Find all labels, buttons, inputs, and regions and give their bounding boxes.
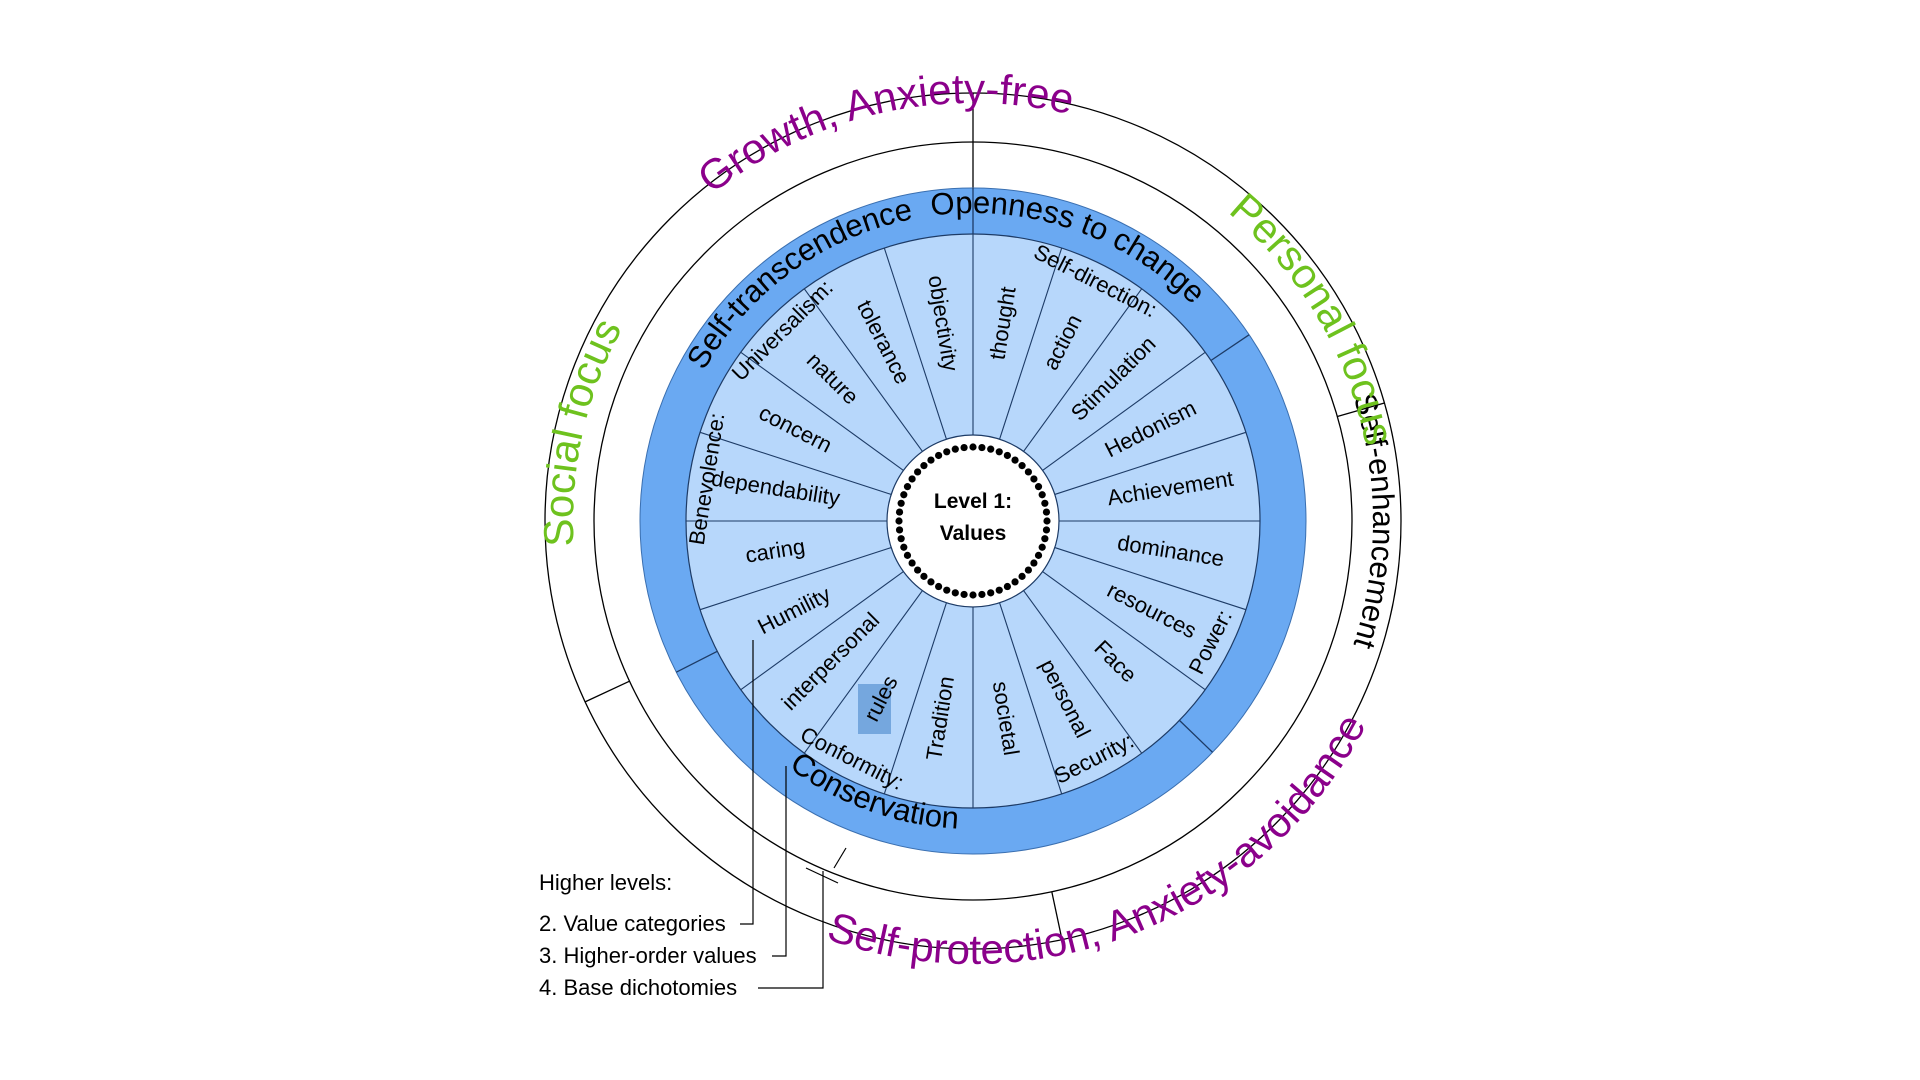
- center-dot: [960, 590, 968, 599]
- center-dot: [1024, 468, 1032, 476]
- center-dot: [1041, 499, 1049, 507]
- value-spoke: [1054, 431, 1247, 495]
- legend-leader-categories: [740, 640, 754, 925]
- center-dot: [927, 456, 935, 464]
- center-dot: [935, 451, 943, 460]
- outer-divider-bottom: [1051, 891, 1063, 940]
- outer-ring-dividers: [584, 93, 1385, 940]
- value-spoke: [999, 602, 1063, 795]
- value-spoke: [1042, 351, 1206, 471]
- center-dot: [903, 551, 912, 559]
- value-spoke: [803, 288, 923, 452]
- center-dot: [1042, 508, 1051, 516]
- center-dot: [1018, 462, 1026, 470]
- outer-divider-left: [584, 680, 630, 703]
- legend-item-higher-order: 3. Higher-order values: [539, 943, 757, 968]
- center-dot: [960, 443, 968, 452]
- center-dot: [920, 572, 928, 580]
- focus-social: Social focus: [535, 311, 631, 548]
- center-dot: [995, 448, 1003, 456]
- legend-item-dichotomies: 4. Base dichotomies: [539, 975, 738, 1000]
- center-dot: [943, 586, 951, 594]
- category-divider-enhancement-conservation: [1178, 719, 1213, 753]
- center-dot: [978, 590, 986, 599]
- value-spoke: [699, 547, 892, 611]
- legend-leader-higher-order: [772, 766, 787, 957]
- center-dot: [895, 517, 903, 525]
- value-spoke: [1023, 590, 1143, 754]
- center-dot: [1003, 451, 1011, 460]
- center-dot: [895, 508, 904, 516]
- center-dot: [897, 499, 905, 507]
- legend-tick-dichotomies: [805, 867, 839, 884]
- center-dot: [1030, 559, 1038, 567]
- center-dot: [1043, 517, 1051, 525]
- value-spoke: [740, 571, 904, 691]
- legend-tick-higher-order: [833, 847, 847, 869]
- center-dot: [943, 448, 951, 456]
- center-dot: [1042, 526, 1051, 534]
- center-dot: [1038, 491, 1046, 499]
- center-dot: [1024, 566, 1032, 574]
- center-dot: [914, 566, 922, 574]
- value-spoke: [803, 590, 923, 754]
- center-dot: [897, 535, 905, 543]
- center-dot: [900, 543, 908, 551]
- center-dot: [987, 589, 995, 597]
- center-dot: [1003, 582, 1011, 591]
- center-dot: [1034, 483, 1043, 491]
- value-spoke: [699, 431, 892, 495]
- center-dot: [920, 462, 928, 470]
- center-dot: [903, 483, 912, 491]
- value-spoke: [883, 247, 947, 440]
- center-dot: [914, 468, 922, 476]
- center-dot: [1018, 572, 1026, 580]
- value-spoke: [1054, 547, 1247, 611]
- center-dot: [908, 475, 916, 483]
- category-ring-dividers: [675, 188, 1250, 753]
- center-circle: [886, 434, 1060, 608]
- center-dot: [1011, 456, 1019, 464]
- center-dot: [927, 578, 935, 586]
- center-dot: [908, 559, 916, 567]
- category-divider-openness-enhancement: [1210, 334, 1250, 362]
- legend-title: Higher levels:: [539, 870, 673, 895]
- value-spoke: [740, 351, 904, 471]
- center-dot: [895, 526, 904, 534]
- value-spoke: [1023, 288, 1143, 452]
- category-divider-conservation-transcendence: [675, 650, 718, 673]
- center-dot: [900, 491, 908, 499]
- value-spoke: [999, 247, 1063, 440]
- center-dot: [969, 443, 977, 451]
- value-ring-spokes: [686, 234, 1260, 808]
- center-dot: [935, 582, 943, 591]
- center-dots: [895, 443, 1051, 599]
- center-dot: [995, 586, 1003, 594]
- center-title-line1: Level 1:: [934, 490, 1012, 513]
- center-dot: [1011, 578, 1019, 586]
- legend-leader-dichotomies: [758, 871, 824, 989]
- outer-divider-right-top: [1337, 402, 1385, 418]
- center-dot: [1030, 475, 1038, 483]
- center-dot: [1041, 535, 1049, 543]
- dichotomy-growth: Growth, Anxiety-free: [689, 65, 1078, 202]
- center-dot: [987, 445, 995, 453]
- legend-item-categories: 2. Value categories: [539, 911, 726, 936]
- center-title-line2: Values: [940, 522, 1007, 545]
- center-dot: [951, 589, 959, 597]
- center-dot: [1038, 543, 1046, 551]
- center-dot: [978, 443, 986, 452]
- center-dot: [1034, 551, 1043, 559]
- center-dot: [969, 591, 977, 599]
- center-dot: [951, 445, 959, 453]
- value-spoke: [883, 602, 947, 795]
- rules-highlight: [858, 684, 891, 734]
- value-spoke: [1042, 571, 1206, 691]
